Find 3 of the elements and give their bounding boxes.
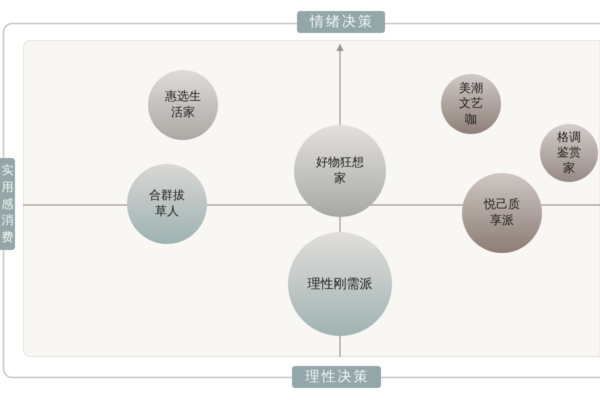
axis-tag: 实用感消费: [0, 158, 15, 250]
axis-tag: 理性决策: [292, 366, 381, 388]
axis-tag: 情绪决策: [297, 11, 385, 33]
